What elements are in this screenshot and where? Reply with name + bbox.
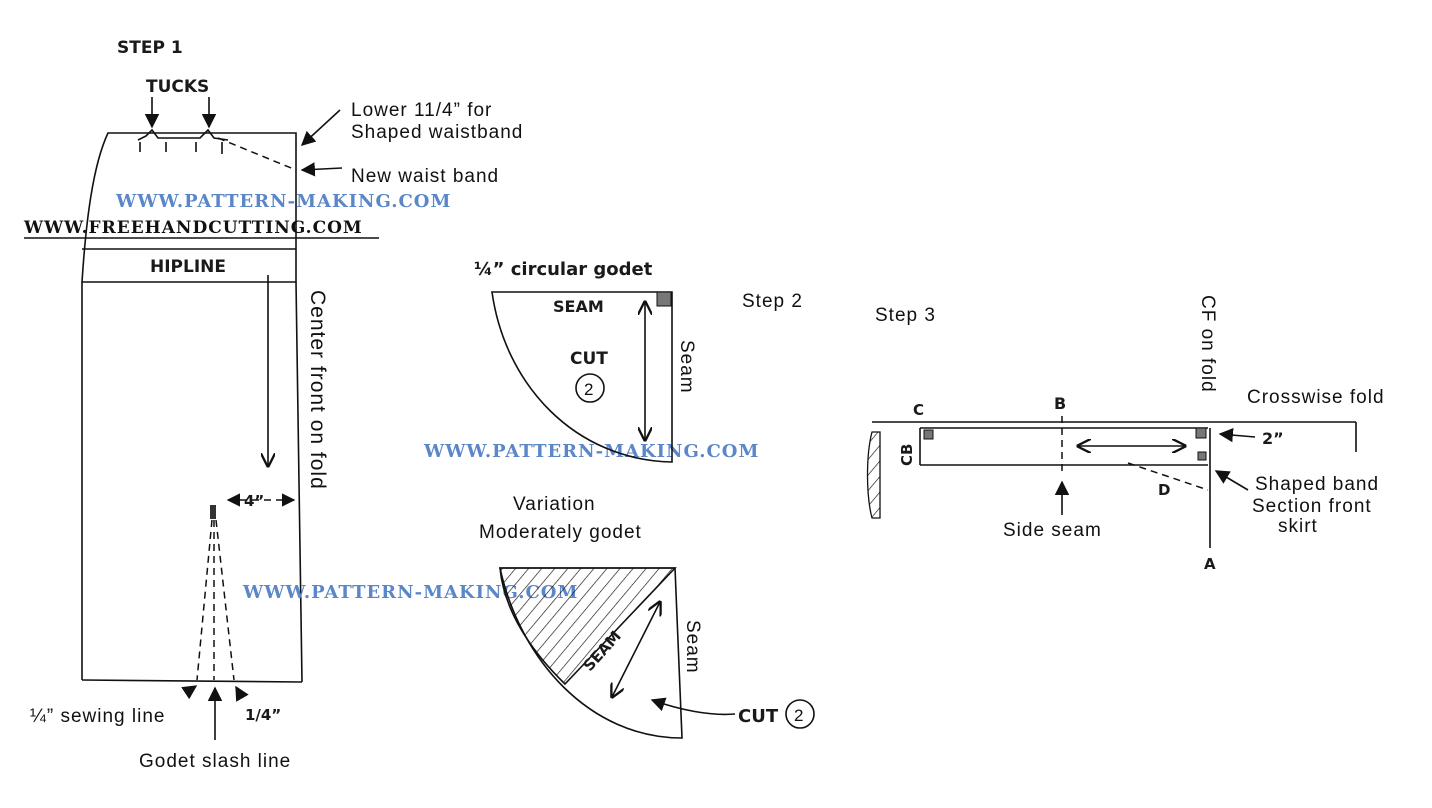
slash-top-mark	[210, 505, 216, 519]
point-c: C	[913, 401, 924, 419]
variation-godet	[499, 567, 815, 739]
cut2-label: CUT	[738, 706, 779, 727]
point-b: B	[1054, 394, 1066, 413]
cut2-circle	[785, 699, 815, 729]
godet-outline	[491, 291, 673, 463]
watermark-pattern-making: WWW.PATTERN-MAKING.COM	[115, 191, 451, 212]
step1-title: STEP 1	[117, 38, 183, 58]
step3-title: Step 3	[875, 305, 936, 326]
cb-hatched-edge	[866, 431, 881, 519]
shaped-band-dashed	[1127, 462, 1209, 491]
godet-corner-mark	[656, 291, 672, 307]
new-waistband-line	[217, 137, 297, 171]
skirt-center-front	[295, 281, 303, 683]
godet-seam-side: Seam	[676, 340, 697, 394]
variation-seam-side: Seam	[682, 620, 703, 674]
two-inch-arrow	[1218, 427, 1256, 443]
step1-skirt-front	[81, 97, 343, 740]
cb-label: CB	[898, 444, 916, 466]
lower-waistband-label-2: Shaped waistband	[351, 122, 523, 143]
waistband-draft	[866, 416, 1357, 548]
watermark-freehandcutting: WWW.FREEHANDCUTTING.COM	[23, 218, 363, 238]
sewing-line-right	[215, 519, 235, 681]
two-inch-label: 2”	[1262, 429, 1284, 448]
cf-on-fold-label: CF on fold	[1197, 295, 1218, 393]
sewing-line-arrow	[181, 685, 198, 700]
cut2-arrow	[650, 697, 736, 716]
tuck-marks	[137, 128, 229, 141]
new-waistband-label: New waist band	[351, 166, 499, 187]
godet-cut-count: 2	[584, 380, 593, 399]
sewing-line-left	[196, 519, 213, 681]
tucks-label: TUCKS	[146, 77, 209, 97]
cut-circle	[575, 373, 605, 403]
circular-godet	[491, 291, 673, 463]
godet-cut-label: CUT	[570, 349, 608, 369]
side-seam-label: Side seam	[1003, 520, 1102, 541]
shaped-band-label-3: skirt	[1278, 516, 1318, 537]
hipline-label: HIPLINE	[150, 257, 226, 277]
cf-mark-top	[1195, 427, 1207, 439]
quarter-inch-label: 1/4”	[245, 706, 281, 724]
cb-mark	[923, 429, 934, 440]
lower-waistband-arrow	[300, 109, 341, 146]
shaped-band-arrow	[1214, 470, 1249, 491]
watermark-pattern-making-2: WWW.PATTERN-MAKING.COM	[423, 441, 759, 462]
shaped-band-label-2: Section front	[1252, 496, 1372, 517]
godet-slash-label: Godet slash line	[139, 751, 291, 772]
skirt-hem	[81, 679, 303, 683]
quarter-inch-arrow	[235, 685, 249, 702]
sewing-line-label: ¼” sewing line	[30, 706, 165, 727]
four-inch-label: 4”	[244, 492, 264, 510]
lower-waistband-label-1: Lower 11/4” for	[351, 100, 492, 121]
shaped-band-label-1: Shaped band	[1255, 474, 1379, 495]
step2-title: Step 2	[742, 291, 803, 312]
variation-subtitle: Moderately godet	[479, 522, 642, 543]
center-front-label: Center front on fold	[306, 290, 329, 490]
point-d: D	[1158, 481, 1170, 499]
variation-label: Variation	[513, 494, 596, 515]
new-waistband-arrow	[300, 162, 343, 177]
crosswise-fold-label: Crosswise fold	[1247, 387, 1385, 408]
godet-seam-top: SEAM	[553, 297, 604, 316]
point-a: A	[1204, 555, 1216, 573]
step2-heading: ¼” circular godet	[474, 259, 653, 280]
variation-grain-arrow	[612, 602, 660, 697]
variation-outline	[499, 567, 683, 739]
cf-mark-bottom	[1197, 451, 1207, 461]
watermark-pattern-making-3: WWW.PATTERN-MAKING.COM	[242, 582, 578, 603]
cut2-count: 2	[794, 706, 803, 725]
